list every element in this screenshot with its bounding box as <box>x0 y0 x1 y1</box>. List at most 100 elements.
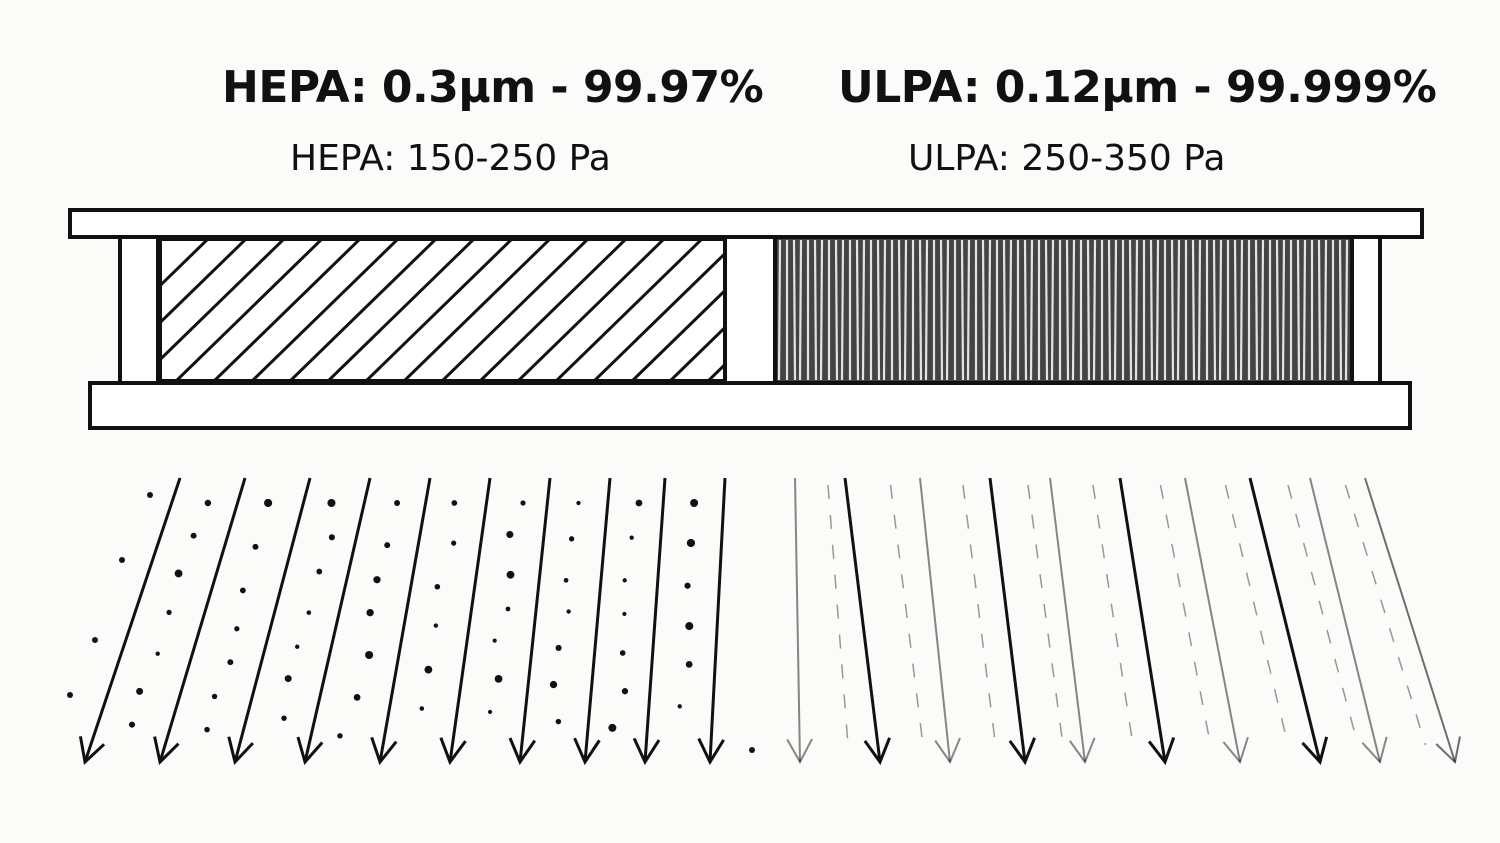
pleat-line <box>1275 239 1280 381</box>
arrow-shaft <box>1049 477 1086 763</box>
particle-dot <box>128 721 136 728</box>
particle-dot <box>635 499 643 507</box>
hatch-line <box>160 239 211 288</box>
hepa-panel-border <box>158 237 727 383</box>
pleat-line <box>861 239 866 381</box>
pleat-line <box>918 239 923 381</box>
pleat-line <box>1113 239 1118 381</box>
arrow-shaft <box>794 477 801 763</box>
particle-dot <box>494 674 503 683</box>
arrow-head <box>786 738 813 765</box>
flow-dash <box>1287 484 1359 746</box>
particle-dot <box>394 500 401 506</box>
particle-dot <box>749 747 755 753</box>
particle-dot <box>568 536 575 542</box>
center-post <box>723 235 777 385</box>
pleat-line <box>1149 239 1154 381</box>
ulpa-panel-bg <box>777 239 1350 381</box>
pleat-line <box>1002 239 1007 381</box>
pleat-line <box>987 239 992 381</box>
hatch-line <box>477 239 629 381</box>
flow-dash <box>1092 484 1134 746</box>
particle-dot <box>608 723 617 732</box>
particle-dot <box>492 638 497 643</box>
pleat-line <box>1233 239 1238 381</box>
hepa-efficiency-label: HEPA: 0.3µm - 99.97% <box>222 62 764 113</box>
particle-dot <box>684 582 691 589</box>
flow-dash <box>889 484 924 746</box>
arrow-head <box>508 737 537 766</box>
arrow-head <box>153 736 180 765</box>
pleat-line <box>966 239 971 381</box>
pleat-line <box>1023 239 1028 381</box>
particle-dot <box>252 543 259 550</box>
arrow-head <box>573 737 601 766</box>
hatch-line <box>325 239 477 381</box>
pleat-line <box>1092 239 1097 381</box>
particle-dot <box>328 534 335 541</box>
hatch-line <box>173 239 325 381</box>
particle-dot <box>239 587 246 594</box>
pleat-line <box>945 239 950 381</box>
particle-dot <box>419 706 425 711</box>
particle-dot <box>506 530 514 539</box>
arrow-shaft <box>643 477 667 763</box>
pleat-line <box>897 239 902 381</box>
particle-dot <box>434 583 441 590</box>
hatch-line <box>667 326 724 381</box>
bottom-plate <box>88 381 1412 430</box>
flow-dash <box>1224 484 1289 746</box>
particle-dot <box>555 644 562 652</box>
pleat-line <box>1218 239 1223 381</box>
arrow-shaft <box>158 477 247 763</box>
pleat-line <box>1128 239 1133 381</box>
hatch-line <box>439 239 591 381</box>
arrow-head <box>1222 736 1249 765</box>
arrow-shaft <box>448 477 492 763</box>
particle-dot <box>284 675 292 683</box>
particle-dot <box>136 687 144 695</box>
arrow-shaft <box>988 477 1027 763</box>
pleat-line <box>1212 239 1217 381</box>
pleat-line <box>1191 239 1196 381</box>
particle-dot <box>264 498 273 508</box>
arrow-shaft <box>378 477 432 763</box>
pleat-line <box>882 239 887 381</box>
ulpa-efficiency-label: ULPA: 0.12µm - 99.999% <box>838 62 1437 113</box>
particle-dot <box>384 542 391 549</box>
pleat-line <box>1302 239 1307 381</box>
pleat-line <box>1050 239 1055 381</box>
arrow-head <box>1069 737 1096 765</box>
arrow-shaft <box>1309 477 1381 763</box>
pleat-line <box>813 239 818 381</box>
particle-dot <box>174 569 183 578</box>
filter-frame <box>68 208 1424 430</box>
pleat-line <box>1338 239 1343 381</box>
pleat-line <box>855 239 860 381</box>
arrow-head <box>1361 736 1388 765</box>
hatch-line <box>363 239 515 381</box>
particle-dot <box>204 499 212 507</box>
particle-dot <box>366 608 374 617</box>
arrow-shaft <box>1248 477 1322 763</box>
hepa-hatching <box>160 239 724 381</box>
flow-dash <box>962 484 997 746</box>
particle-dot <box>227 659 234 666</box>
arrow-shaft <box>583 477 612 763</box>
pleat-line <box>777 239 782 381</box>
hatch-line <box>515 239 667 381</box>
pleat-line <box>798 239 803 381</box>
pleat-line <box>1239 239 1244 381</box>
arrow-head <box>934 737 961 765</box>
flow-dash <box>1027 484 1064 746</box>
flow-dash <box>1159 484 1212 746</box>
arrow-head <box>1435 736 1461 764</box>
pleat-line <box>960 239 965 381</box>
hatch-line <box>401 239 553 381</box>
pleat-line <box>1344 239 1349 381</box>
pleat-line <box>1155 239 1160 381</box>
particle-dot <box>566 609 571 614</box>
arrow-head <box>1147 737 1176 766</box>
pleat-line <box>876 239 881 381</box>
